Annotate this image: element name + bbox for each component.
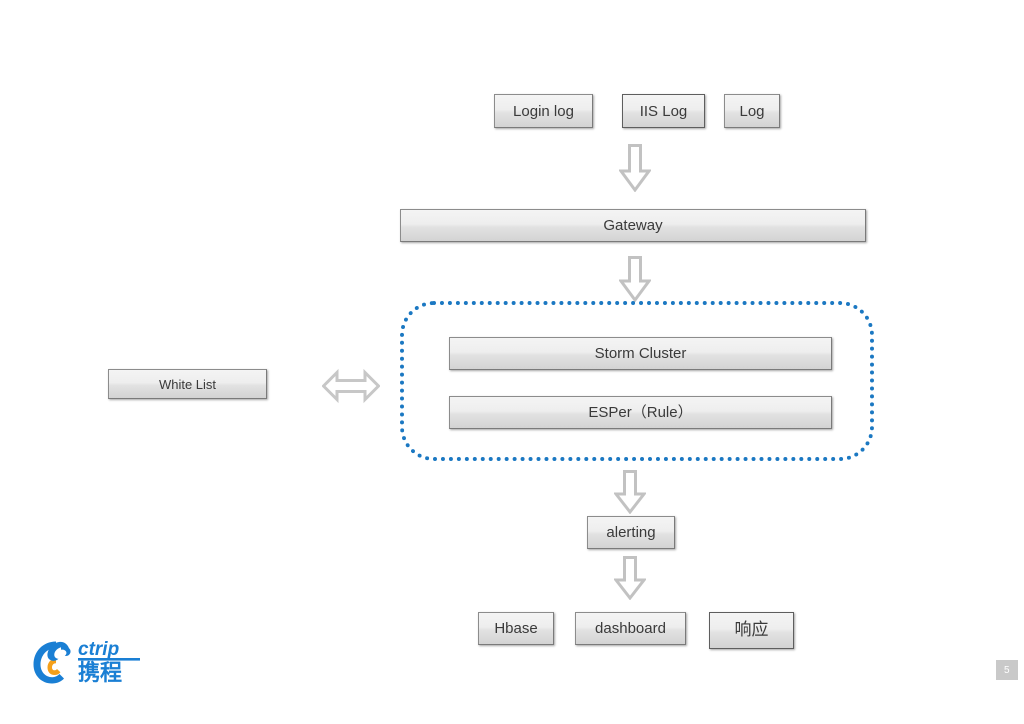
logo-cjk-text: 携程 xyxy=(78,660,122,686)
gateway-box[interactable]: Gateway xyxy=(400,209,866,242)
gateway-label: Gateway xyxy=(603,217,663,234)
output-label: Hbase xyxy=(494,620,538,637)
output-box-dashboard[interactable]: dashboard xyxy=(575,612,686,645)
source-box-login-log[interactable]: Login log xyxy=(494,94,593,128)
page-number-badge: 5 xyxy=(996,660,1018,680)
white-list-label: White List xyxy=(158,376,217,392)
engine-label: Storm Cluster xyxy=(594,345,687,362)
white-list-box[interactable]: White List xyxy=(108,369,267,399)
engine-label: ESPer（Rule） xyxy=(588,404,693,421)
ctrip-logo: ctrip 携程 xyxy=(26,633,146,687)
arrow-down-sources-to-gateway xyxy=(619,144,651,192)
source-label: Log xyxy=(739,102,765,120)
arrow-down-alerting-to-outputs xyxy=(614,556,646,600)
alerting-label: alerting xyxy=(606,524,656,541)
logo-latin-text: ctrip xyxy=(78,639,119,660)
arrow-down-engine-to-alerting xyxy=(614,470,646,514)
arrow-down-gateway-to-engine xyxy=(619,256,651,302)
engine-box-storm-cluster[interactable]: Storm Cluster xyxy=(449,337,832,370)
output-label: 响应 xyxy=(734,620,769,640)
source-box-iis-log[interactable]: IIS Log xyxy=(622,94,705,128)
output-box-response[interactable]: 响应 xyxy=(709,612,794,649)
processing-engine-group xyxy=(400,301,874,461)
page-number-text: 5 xyxy=(1003,664,1011,676)
arrow-bidirectional-whitelist-engine xyxy=(322,367,380,405)
output-label: dashboard xyxy=(595,620,666,637)
source-label: Login log xyxy=(513,102,574,120)
source-label: IIS Log xyxy=(639,102,688,120)
engine-box-esper-rule[interactable]: ESPer（Rule） xyxy=(449,396,832,429)
source-box-log[interactable]: Log xyxy=(724,94,780,128)
alerting-box[interactable]: alerting xyxy=(587,516,675,549)
output-box-hbase[interactable]: Hbase xyxy=(478,612,554,645)
